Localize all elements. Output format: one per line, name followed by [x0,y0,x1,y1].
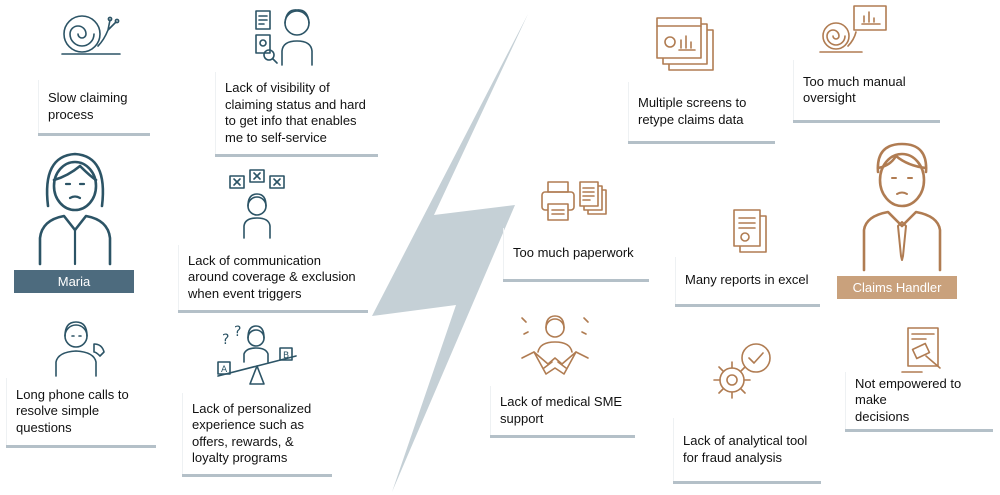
pain-point-oversight: Too much manual oversight [793,60,940,123]
pain-point-visibility: Lack of visibility of claiming status an… [215,72,378,157]
pain-point-paperwork: Too much paperwork [503,228,649,282]
person-chat-icon [229,169,285,239]
pain-point-empowered: Not empowered to make decisions [845,372,993,432]
pain-point-phone: Long phone calls to resolve simple quest… [6,378,156,448]
pain-point-reports: Many reports in excel [675,257,820,307]
svg-text:A: A [221,365,228,375]
maria-label: Maria [14,270,134,293]
svg-text:B: B [283,351,289,361]
gavel-icon [901,327,941,373]
svg-text:?: ? [222,332,229,348]
pain-point-communication: Lack of communication around coverage & … [178,245,368,313]
person-phone-icon [55,321,105,377]
snail-chart-icon [819,5,887,53]
handshake-icon [521,315,589,375]
screens-icon [656,17,714,71]
printer-icon [541,181,607,221]
pain-point-screens: Multiple screens to retype claims data [628,82,775,144]
pain-point-personalized: Lack of personalized experience such as … [182,393,332,477]
report-icon [733,209,767,253]
claims-handler-label: Claims Handler [837,276,957,299]
svg-text:?: ? [234,324,241,340]
gear-check-icon [713,343,771,399]
person-documents-icon [255,9,313,66]
claims-handler-avatar-icon [862,142,942,272]
pain-point-sme: Lack of medical SME support [490,386,635,438]
snail-icon [61,15,121,55]
maria-avatar-icon [38,152,112,266]
pain-point-slow-claiming: Slow claiming process [38,80,150,136]
pain-point-fraud: Lack of analytical tool for fraud analys… [673,418,821,484]
person-balance-icon: ? ? A B [217,324,297,385]
